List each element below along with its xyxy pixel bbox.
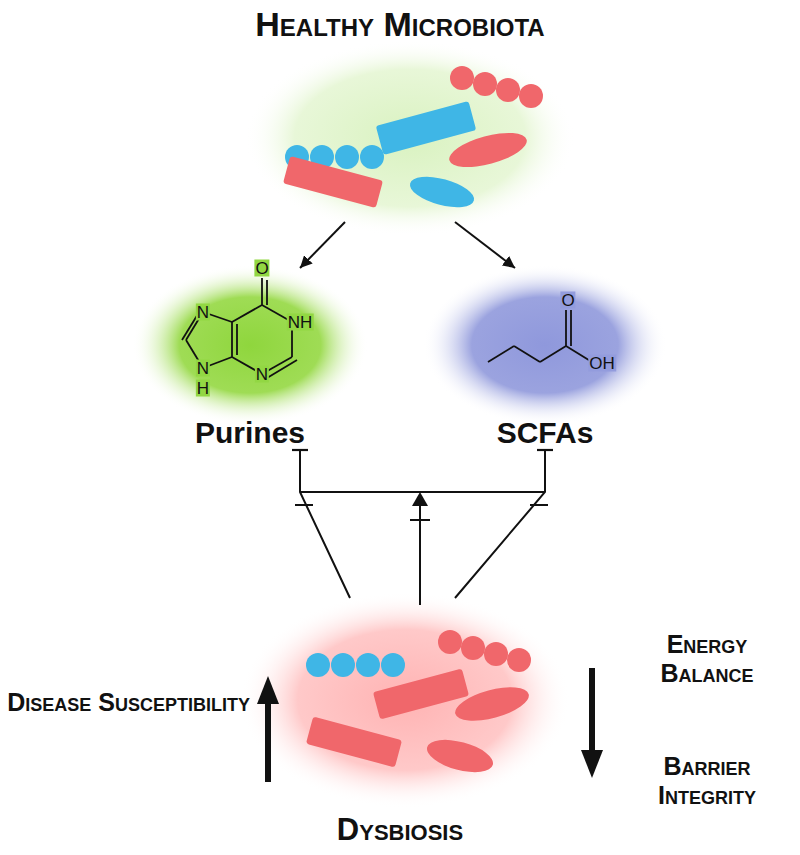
activation-arrowhead: [412, 492, 428, 506]
inhibition-bracket: [295, 492, 548, 605]
atom-label: N: [255, 366, 269, 383]
metabolite-ellipse: Purines: [140, 268, 360, 450]
node-title: Healthy Microbiota: [249, 5, 550, 44]
dysbiosis-bacteria: [306, 630, 532, 778]
atom-label: N: [196, 360, 210, 377]
dysbiosis-glow: [240, 592, 570, 808]
purine-glow: [132, 265, 368, 425]
hypoxanthine-structure: [182, 278, 297, 378]
atom-label: H: [196, 380, 210, 397]
butyrate-structure: [488, 310, 592, 362]
atom-label: NH: [287, 314, 314, 331]
effect-label: Energy Balance: [632, 630, 782, 688]
scfa-glow: [423, 265, 667, 425]
metabolite-ellipse: SCFAs: [430, 268, 660, 450]
node-title: Purines: [140, 416, 360, 451]
dysbiosis-cluster: Dysbiosis: [250, 598, 550, 848]
atom-label: OH: [588, 355, 616, 372]
heading-cluster: Healthy Microbiota: [249, 5, 550, 222]
atom-label: O: [254, 260, 269, 277]
node-title: Dysbiosis: [250, 812, 550, 848]
trend-arrows: [257, 668, 603, 782]
atom-label: O: [560, 292, 575, 309]
activation-arrow: [455, 222, 515, 268]
inhibition-line: [455, 450, 545, 598]
atom-label: N: [196, 304, 210, 321]
effect-label: Disease Susceptibility: [5, 688, 250, 717]
healthy-bacteria: [283, 66, 543, 213]
inhibition-line: [300, 450, 350, 598]
effect-label: Barrier Integrity: [632, 752, 782, 810]
activation-arrow: [300, 222, 345, 268]
healthy-glow: [245, 40, 575, 236]
node-title: SCFAs: [430, 416, 660, 451]
